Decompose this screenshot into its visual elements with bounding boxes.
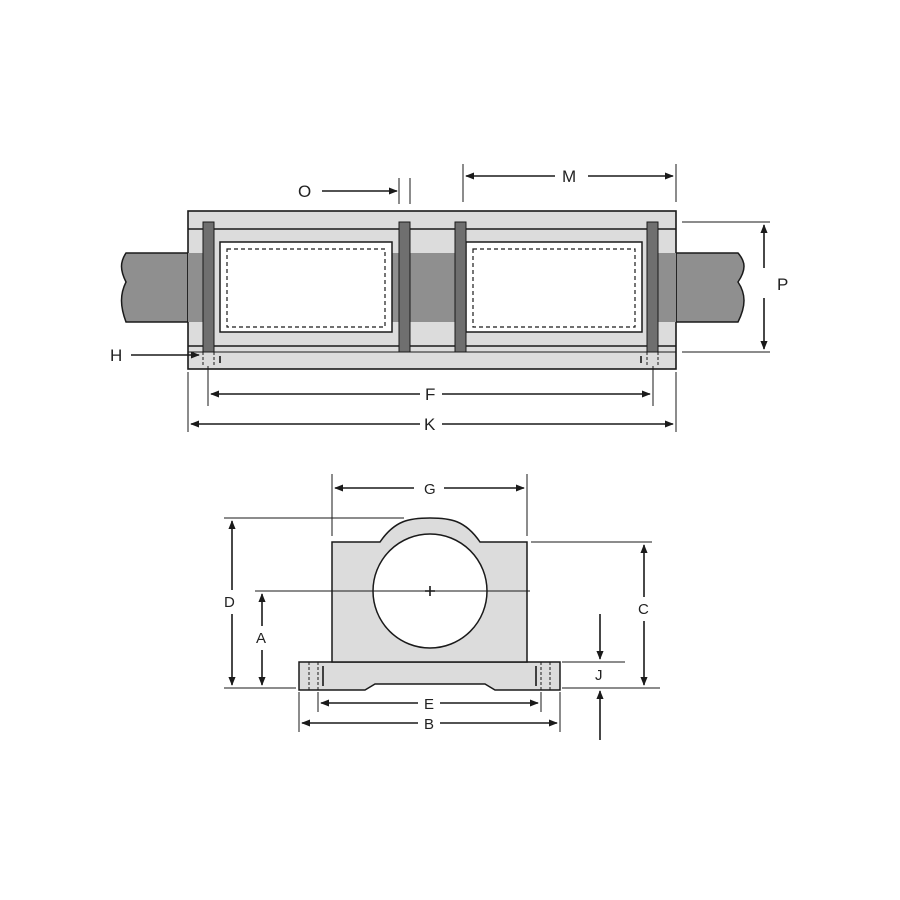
dim-label-f: F <box>425 385 435 404</box>
dim-label-b: B <box>424 716 434 733</box>
dim-label-o: O <box>298 182 311 201</box>
bearing-right <box>465 241 643 333</box>
dim-label-m: M <box>562 167 576 186</box>
dim-label-h: H <box>110 346 122 365</box>
top-view: O M P H F K <box>110 164 788 434</box>
seal-4 <box>646 221 659 353</box>
dim-label-g: G <box>424 481 436 498</box>
seal-2 <box>398 221 411 353</box>
seal-3 <box>454 221 467 353</box>
dim-label-c: C <box>638 601 649 618</box>
dim-label-a: A <box>256 630 266 647</box>
front-view: G D A C J E B <box>224 474 660 740</box>
shaft-right <box>675 252 745 323</box>
bearing-left <box>219 241 393 333</box>
dim-label-j: J <box>595 667 603 684</box>
shaft-left <box>120 252 189 323</box>
dim-label-e: E <box>424 696 434 713</box>
shaft-right-inside <box>655 253 676 322</box>
dim-label-d: D <box>224 594 235 611</box>
dim-label-p: P <box>777 275 788 294</box>
dim-label-k: K <box>424 415 436 434</box>
seal-1 <box>202 221 215 353</box>
base-flange <box>298 661 561 691</box>
